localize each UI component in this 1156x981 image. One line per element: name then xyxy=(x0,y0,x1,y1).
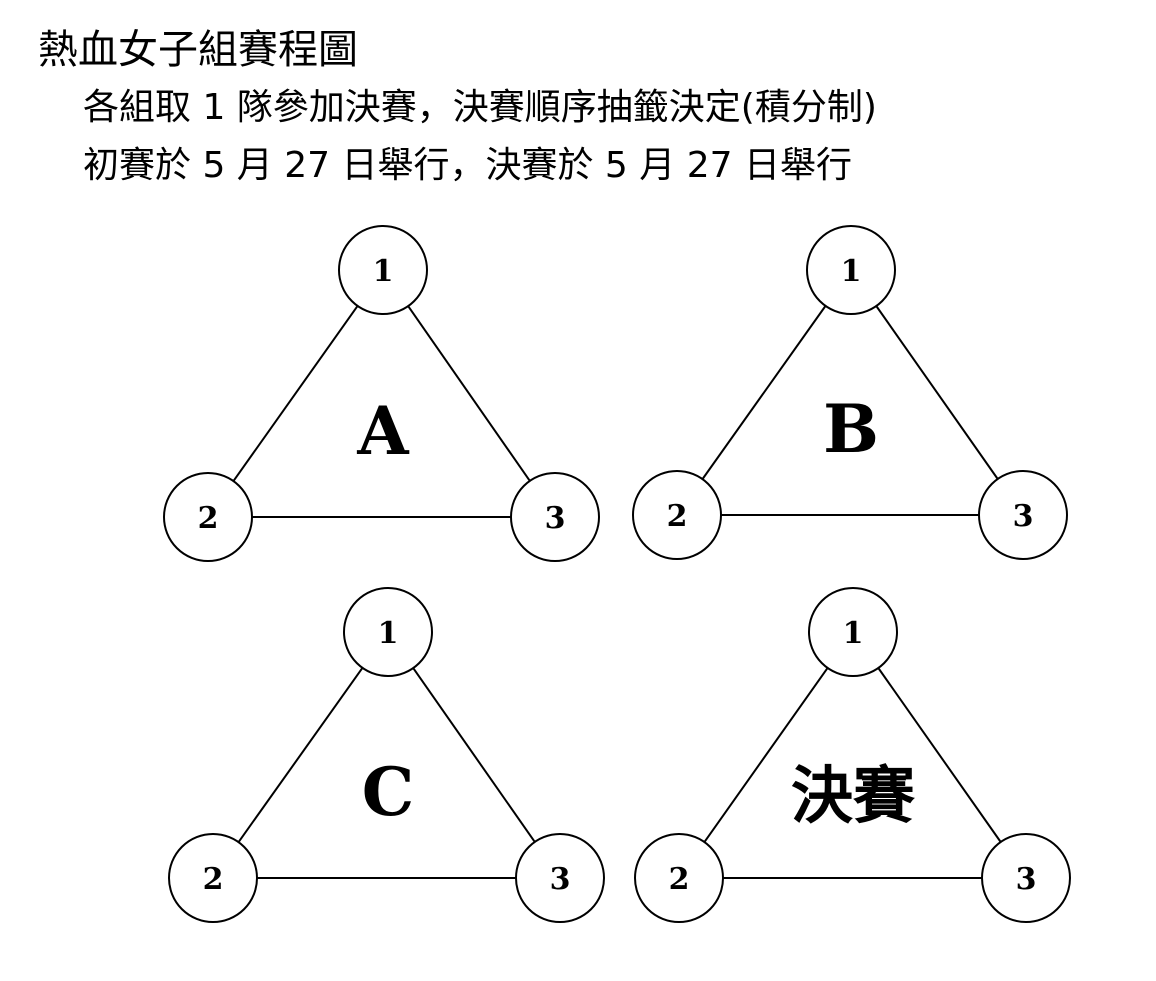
team-number-label: 2 xyxy=(667,499,688,534)
team-number-label: 1 xyxy=(841,254,862,289)
team-number-label: 1 xyxy=(373,254,394,289)
team-number-label: 1 xyxy=(843,616,864,651)
team-node-circle xyxy=(978,470,1068,560)
team-number-label: 1 xyxy=(378,616,399,651)
match-line xyxy=(232,305,359,482)
match-line xyxy=(407,305,531,482)
team-number-label: 2 xyxy=(203,862,224,897)
team-number-label: 3 xyxy=(1013,499,1034,534)
group-a-bracket: 1 2 3 A xyxy=(163,225,600,562)
rule-note: 各組取 1 隊參加決賽，決賽順序抽籤決定(積分制) xyxy=(83,87,877,128)
page-title: 熱血女子組賽程圖 xyxy=(38,27,358,73)
team-node-circle xyxy=(808,587,898,677)
team-node-circle xyxy=(632,470,722,560)
match-line xyxy=(237,667,364,843)
match-line xyxy=(412,667,536,843)
match-line xyxy=(703,667,829,843)
match-line xyxy=(877,667,1002,843)
group-label: 決賽 xyxy=(791,759,915,832)
team-node-circle xyxy=(806,225,896,315)
group-b-bracket: 1 2 3 B xyxy=(632,225,1068,560)
team-node-circle xyxy=(168,833,258,923)
team-number-label: 3 xyxy=(550,862,571,897)
team-node-circle xyxy=(515,833,605,923)
group-label: B xyxy=(823,390,879,468)
team-number-label: 2 xyxy=(669,862,690,897)
match-line xyxy=(701,305,827,480)
team-number-label: 3 xyxy=(545,501,566,536)
team-node-circle xyxy=(981,833,1071,923)
group-label: C xyxy=(362,753,415,831)
group-label: A xyxy=(356,392,409,470)
team-number-label: 3 xyxy=(1016,862,1037,897)
team-number-label: 2 xyxy=(198,501,219,536)
team-node-circle xyxy=(163,472,253,562)
group-c-bracket: 1 2 3 C xyxy=(168,587,605,923)
team-node-circle xyxy=(634,833,724,923)
match-line xyxy=(875,305,999,480)
schedule-note: 初賽於 5 月 27 日舉行，決賽於 5 月 27 日舉行 xyxy=(83,145,852,186)
team-node-circle xyxy=(343,587,433,677)
team-node-circle xyxy=(338,225,428,315)
final-bracket: 1 2 3 決賽 xyxy=(634,587,1071,923)
team-node-circle xyxy=(510,472,600,562)
